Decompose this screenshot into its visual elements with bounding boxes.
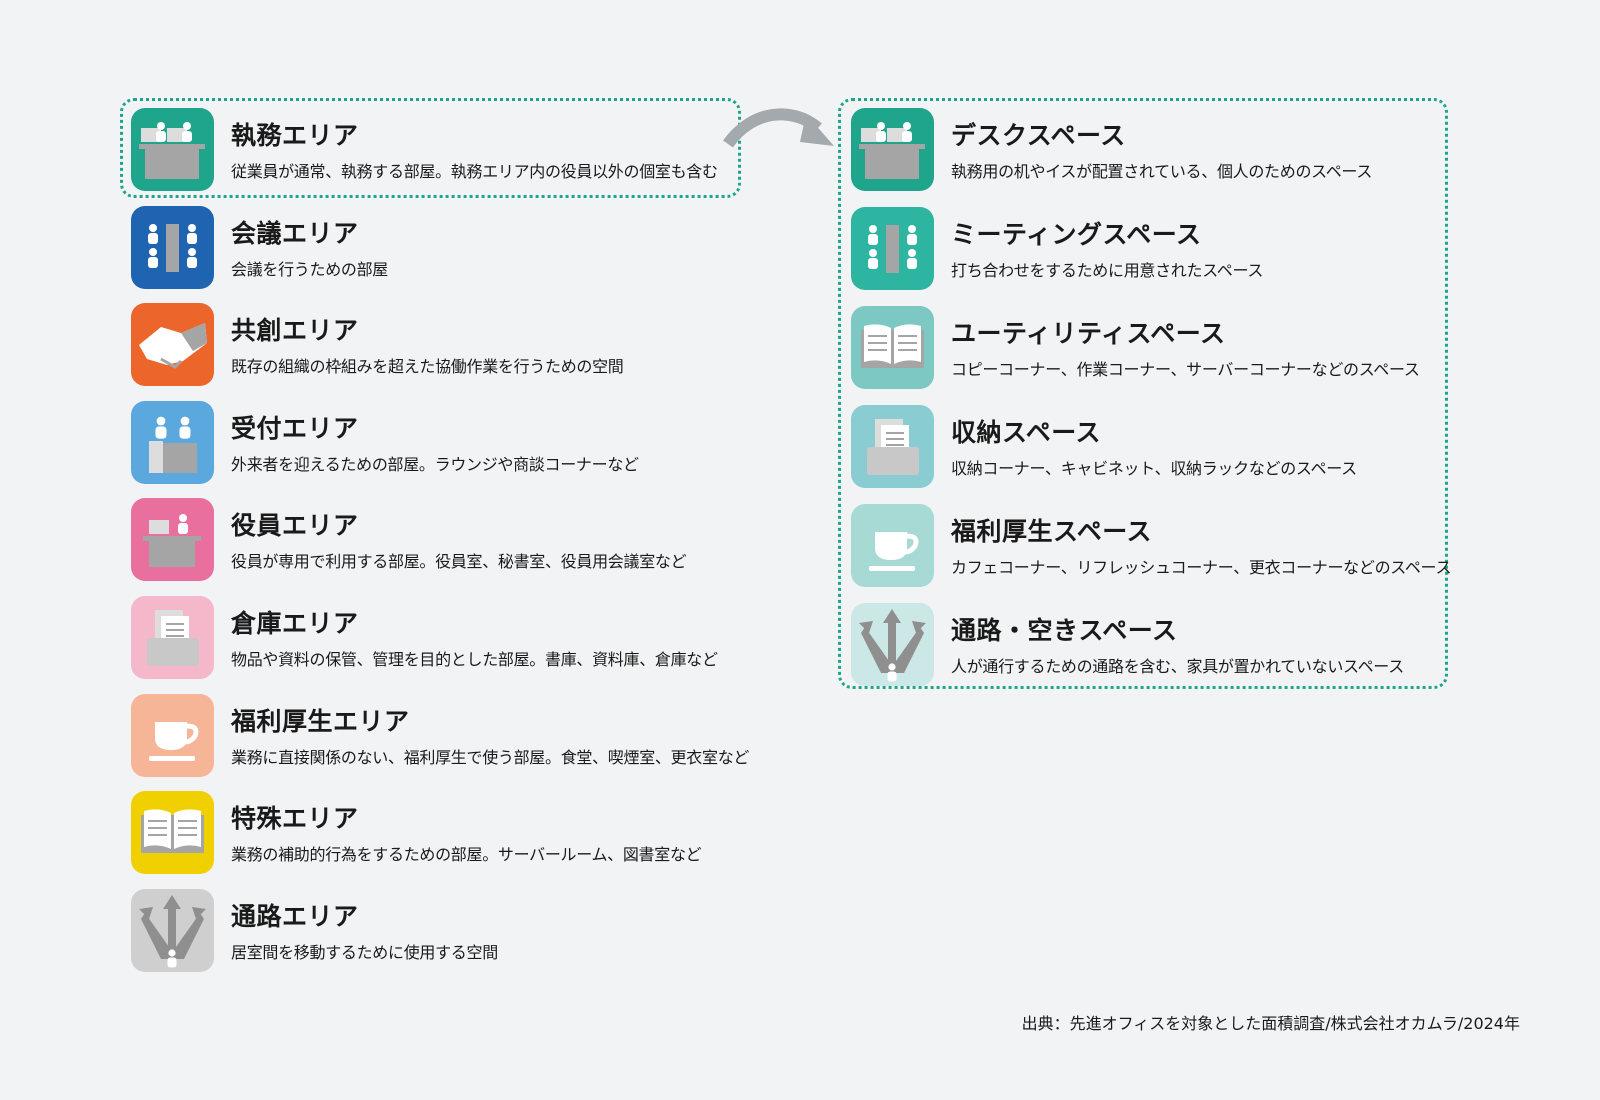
- space-description: コピーコーナー、作業コーナー、サーバーコーナーなどのスペース: [951, 360, 1420, 379]
- path-arrows-icon: [131, 888, 214, 972]
- space-description: 収納コーナー、キャビネット、収納ラックなどのスペース: [951, 459, 1357, 478]
- reception-icon: [131, 400, 214, 484]
- space-description: カフェコーナー、リフレッシュコーナー、更衣コーナーなどのスペース: [951, 558, 1452, 577]
- space-item: ミーティングスペース 打ち合わせをするために用意されたスペース: [851, 207, 1551, 291]
- space-title: 福利厚生スペース: [951, 517, 1153, 546]
- space-title: ミーティングスペース: [951, 220, 1202, 249]
- area-item: 倉庫エリア 物品や資料の保管、管理を目的とした部屋。書庫、資料庫、倉庫など: [131, 596, 831, 680]
- area-title: 倉庫エリア: [231, 609, 359, 638]
- source-caption: 出典：先進オフィスを対象とした面積調査/株式会社オカムラ/2024年: [1021, 1014, 1520, 1033]
- desk-icon: [131, 108, 214, 191]
- space-description: 人が通行するための通路を含む、家具が置かれていないスペース: [951, 657, 1404, 676]
- area-title: 役員エリア: [231, 511, 359, 541]
- area-description: 既存の組織の枠組みを超えた協働作業を行うための空間: [231, 357, 624, 377]
- curved-arrow-icon: [723, 108, 834, 148]
- area-item: 役員エリア 役員が専用で利用する部屋。役員室、秘書室、役員用会議室など: [131, 498, 831, 582]
- area-description: 業務に直接関係のない、福利厚生で使う部屋。食堂、喫煙室、更衣室など: [231, 747, 750, 767]
- area-description: 物品や資料の保管、管理を目的とした部屋。書庫、資料庫、倉庫など: [231, 650, 718, 669]
- space-title: デスクスペース: [951, 121, 1126, 150]
- area-title: 受付エリア: [231, 413, 359, 443]
- area-item: 執務エリア 従業員が通常、執務する部屋。執務エリア内の役員以外の個室も含む: [131, 108, 831, 192]
- cup-icon: [131, 693, 214, 777]
- desk-icon: [851, 108, 934, 191]
- space-description: 執務用の机やイスが配置されている、個人のためのスペース: [951, 162, 1373, 181]
- area-description: 外来者を迎えるための部屋。ラウンジや商談コーナーなど: [231, 454, 639, 474]
- area-description: 従業員が通常、執務する部屋。執務エリア内の役員以外の個室も含む: [231, 162, 718, 181]
- area-description: 居室間を移動するために使用する空間: [231, 942, 498, 962]
- space-item: 福利厚生スペース カフェコーナー、リフレッシュコーナー、更衣コーナーなどのスペー…: [851, 504, 1551, 588]
- space-title: ユーティリティスペース: [951, 319, 1226, 348]
- area-item: 共創エリア 既存の組織の枠組みを超えた協働作業を行うための空間: [131, 303, 831, 387]
- highlight-box-left: [120, 98, 741, 198]
- space-title: 収納スペース: [951, 418, 1102, 447]
- area-item: 特殊エリア 業務の補助的行為をするための部屋。サーバールーム、図書室など: [131, 791, 831, 875]
- area-item: 通路エリア 居室間を移動するために使用する空間: [131, 888, 831, 973]
- area-item: 受付エリア 外来者を迎えるための部屋。ラウンジや商談コーナーなど: [131, 400, 831, 485]
- storage-icon: [131, 596, 214, 679]
- area-title: 共創エリア: [231, 316, 359, 346]
- book-icon: [851, 306, 934, 389]
- cup-icon: [851, 504, 934, 587]
- area-item: 会議エリア 会議を行うための部屋: [131, 205, 831, 290]
- space-title: 通路・空きスペース: [951, 616, 1178, 645]
- space-item: デスクスペース 執務用の机やイスが配置されている、個人のためのスペース: [851, 108, 1551, 192]
- area-description: 会議を行うための部屋: [231, 259, 389, 279]
- path-arrows-icon: [851, 603, 934, 686]
- book-icon: [131, 791, 214, 875]
- meeting-icon: [851, 207, 934, 290]
- space-description: 打ち合わせをするために用意されたスペース: [951, 261, 1264, 280]
- area-title: 執務エリア: [231, 121, 359, 150]
- highlight-box-right: [838, 98, 1448, 689]
- space-item: 収納スペース 収納コーナー、キャビネット、収納ラックなどのスペース: [851, 405, 1551, 489]
- area-title: 通路エリア: [231, 901, 359, 931]
- area-item: 福利厚生エリア 業務に直接関係のない、福利厚生で使う部屋。食堂、喫煙室、更衣室な…: [131, 693, 831, 778]
- space-item: 通路・空きスペース 人が通行するための通路を含む、家具が置かれていないスペース: [851, 603, 1551, 687]
- area-title: 特殊エリア: [231, 804, 359, 834]
- area-description: 役員が専用で利用する部屋。役員室、秘書室、役員用会議室など: [231, 552, 687, 572]
- area-title: 会議エリア: [231, 218, 359, 248]
- storage-icon: [851, 405, 934, 488]
- handshake-icon: [131, 303, 214, 387]
- meeting-icon: [131, 205, 214, 289]
- space-item: ユーティリティスペース コピーコーナー、作業コーナー、サーバーコーナーなどのスペ…: [851, 306, 1551, 390]
- area-description: 業務の補助的行為をするための部屋。サーバールーム、図書室など: [231, 845, 702, 865]
- area-title: 福利厚生エリア: [231, 706, 410, 736]
- executive-icon: [131, 498, 214, 582]
